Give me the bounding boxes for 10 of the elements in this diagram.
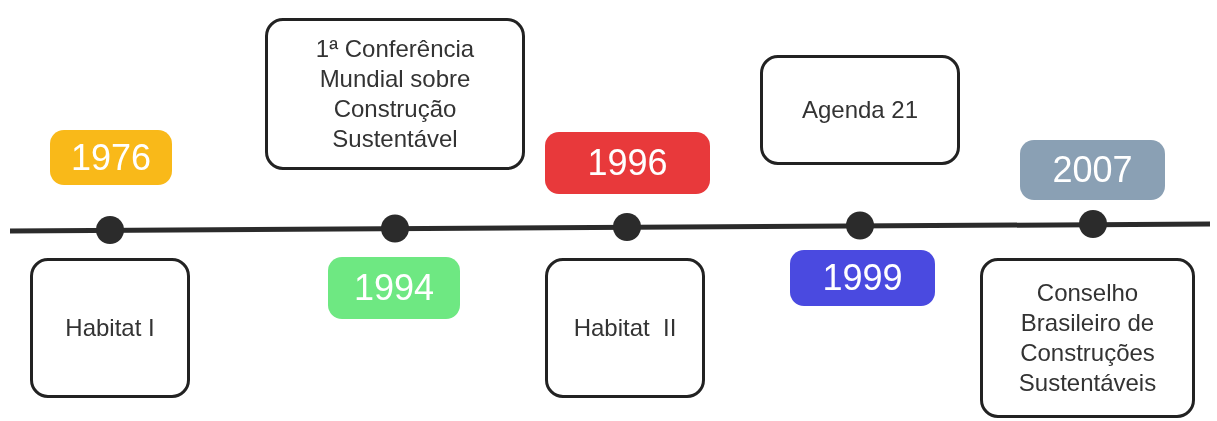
year-badge: 1976 [50, 130, 172, 185]
event-box: 1ª Conferência Mundial sobre Construção Sustentável [265, 18, 525, 170]
year-badge: 2007 [1020, 140, 1165, 200]
year-badge: 1999 [790, 250, 935, 306]
event-box: Habitat II [545, 258, 705, 398]
year-badge: 1996 [545, 132, 710, 194]
event-box: Agenda 21 [760, 55, 960, 165]
event-box: Conselho Brasileiro de Construções Sustentáveis [980, 258, 1195, 418]
event-box: Habitat I [30, 258, 190, 398]
year-badge: 1994 [328, 257, 460, 319]
